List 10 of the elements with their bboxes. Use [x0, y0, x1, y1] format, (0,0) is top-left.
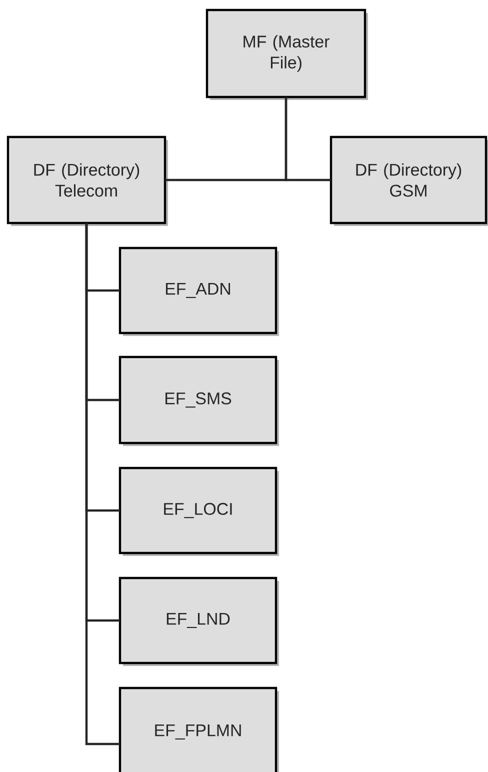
- folder-box: EF_LND: [118, 576, 279, 666]
- connector-line: [284, 97, 331, 182]
- folder-box: DF (Directory) Telecom: [6, 136, 168, 226]
- folder-box: DF (Directory) GSM: [330, 136, 488, 226]
- folder-box: MF (Master File): [206, 8, 368, 100]
- folder-box: EF_SMS: [118, 356, 279, 446]
- folder-box: EF_ADN: [118, 246, 279, 336]
- connector-line: [85, 223, 120, 746]
- folder-box: EF_FPLMN: [118, 686, 279, 772]
- folder-box: EF_LOCI: [118, 466, 279, 556]
